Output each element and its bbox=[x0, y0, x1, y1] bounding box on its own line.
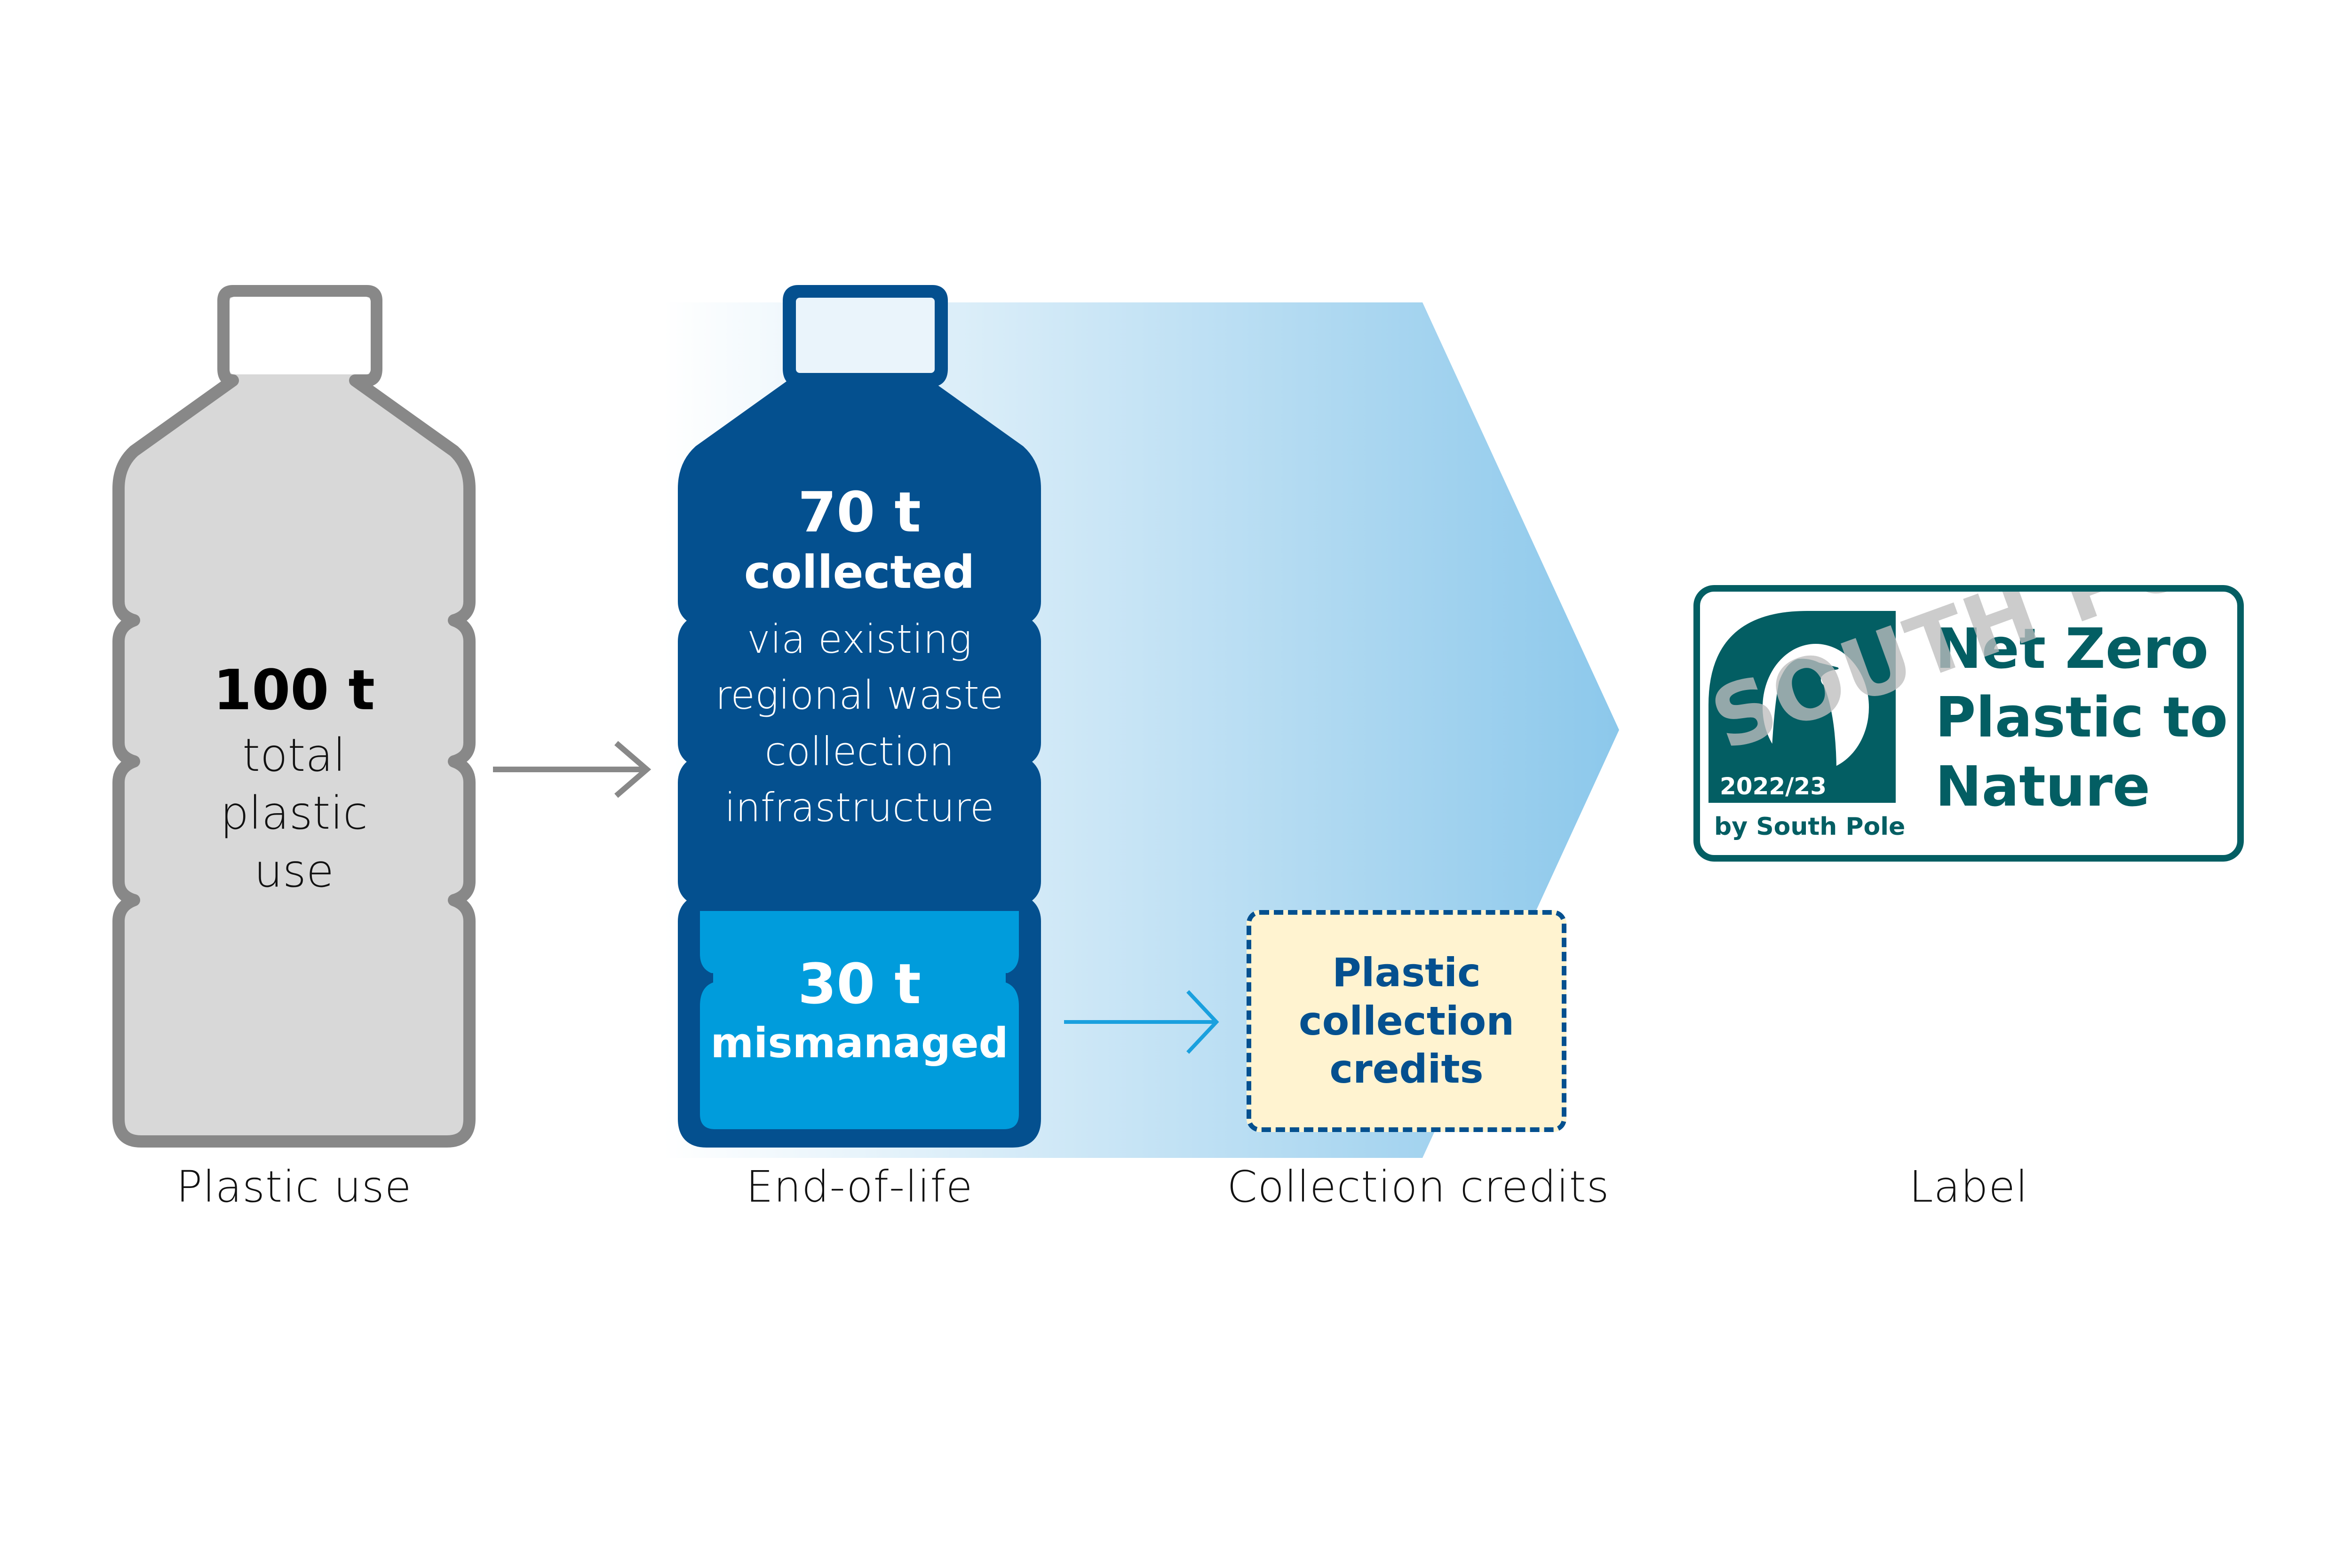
bottle-cap bbox=[796, 298, 935, 373]
plastic-use-description: total plastic use bbox=[220, 729, 368, 897]
collection-credits-text: Plastic collection credits bbox=[1298, 950, 1515, 1093]
logo-bottom-curve bbox=[1803, 705, 1896, 803]
collected-value: 70 t bbox=[798, 480, 921, 545]
collected-description-line: regional waste bbox=[715, 672, 1004, 719]
stage-caption-collection-credits: Collection credits bbox=[1227, 1162, 1610, 1212]
stage-caption-label: Label bbox=[1909, 1162, 2028, 1212]
collected-description: via existing regional waste collection i… bbox=[682, 611, 1037, 836]
collected-description-line: infrastructure bbox=[724, 784, 994, 831]
mismanaged-value: 30 t bbox=[798, 951, 921, 1016]
stage-caption-plastic-use: Plastic use bbox=[176, 1162, 412, 1212]
label-title: Net Zero Plastic to Nature bbox=[1935, 616, 2228, 819]
plastic-use-value: 100 t bbox=[213, 657, 375, 722]
net-zero-label: 2022/23 by South Pole Net Zero Plastic t… bbox=[1693, 585, 2244, 862]
stage-caption-end-of-life: End-of-life bbox=[746, 1162, 973, 1212]
penguin-icon bbox=[1770, 658, 1839, 771]
collected-description-line: via existing bbox=[747, 616, 972, 662]
bottle-cap bbox=[230, 297, 371, 374]
label-logo bbox=[1708, 611, 1896, 803]
collected-label: collected bbox=[744, 546, 975, 599]
collected-description-line: collection bbox=[764, 728, 954, 775]
mismanaged-label: mismanaged bbox=[710, 1019, 1009, 1067]
label-year: 2022/23 bbox=[1720, 773, 1827, 800]
bottle-icon bbox=[112, 285, 476, 1148]
mismanaged-fill bbox=[700, 911, 1019, 1129]
label-issuer: by South Pole bbox=[1714, 813, 1906, 841]
collection-credits-box: Plastic collection credits bbox=[1247, 910, 1566, 1132]
